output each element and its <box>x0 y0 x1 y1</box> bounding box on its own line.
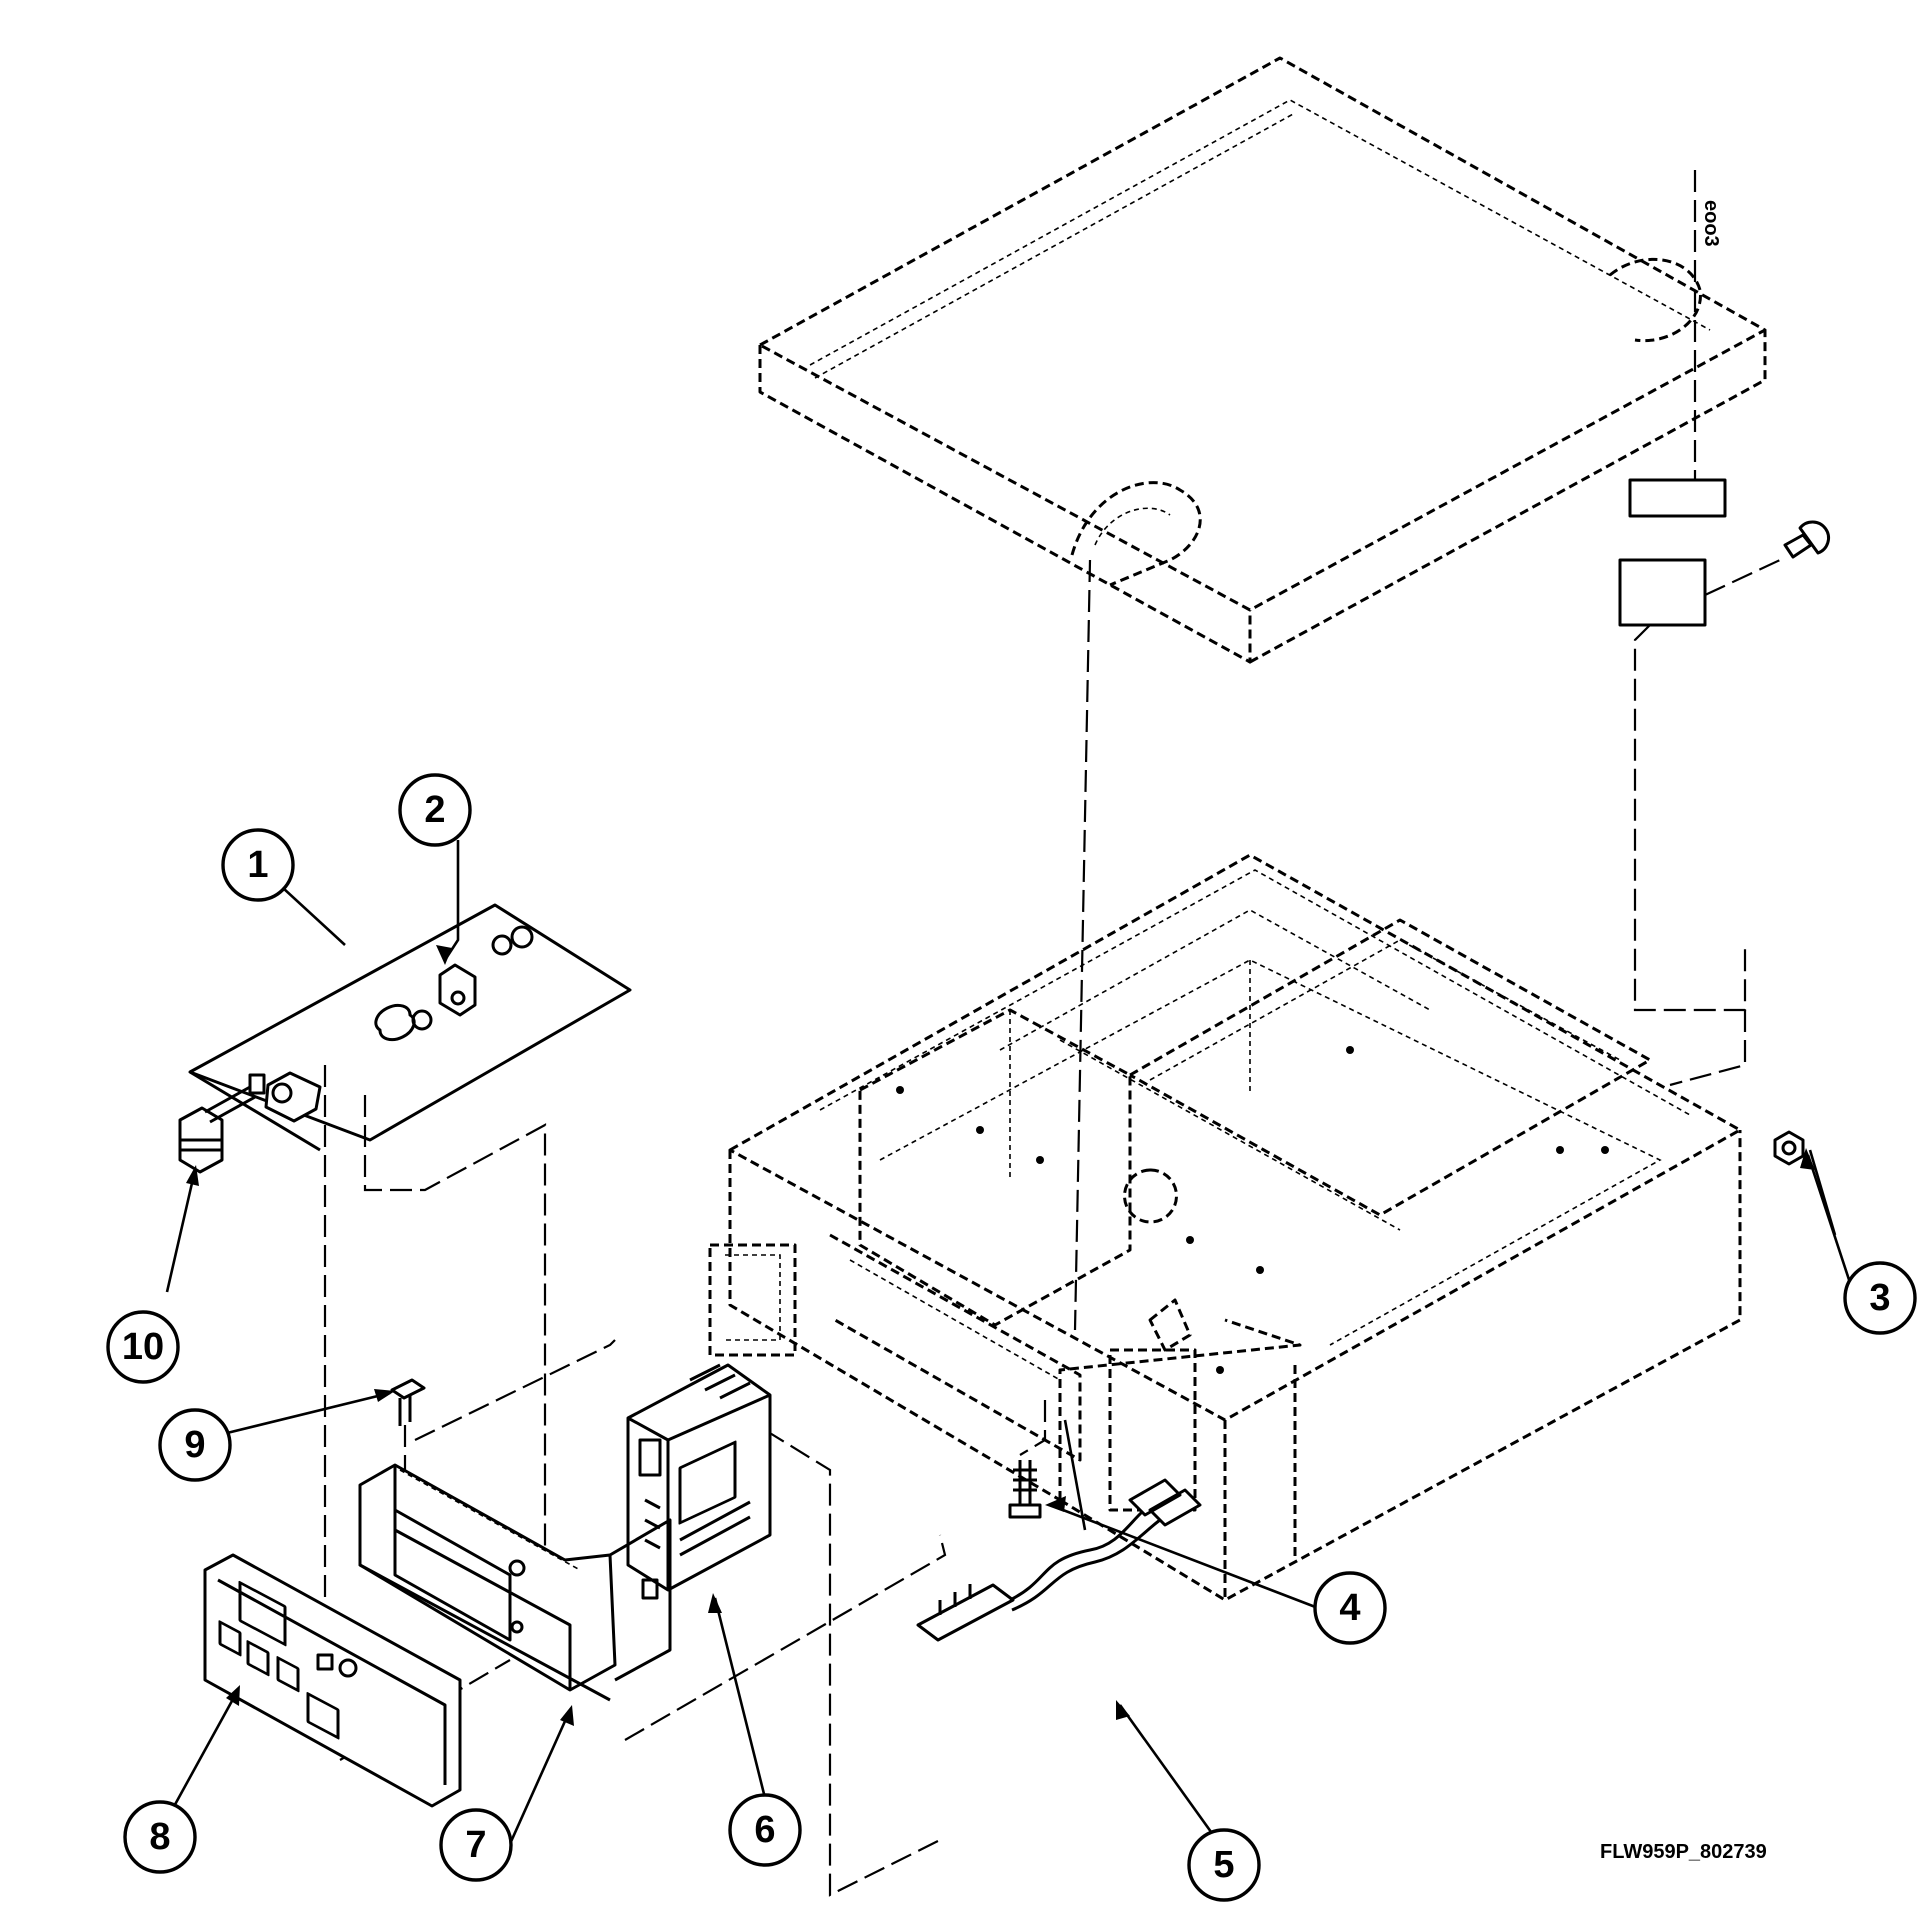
part-7-panel-bracket <box>358 1463 672 1702</box>
callout-9-label: 9 <box>184 1424 205 1466</box>
leader-lines <box>165 840 1857 1856</box>
part-1-lock-kit <box>188 903 632 1152</box>
callout-2-label: 2 <box>424 789 445 831</box>
callout-8-label: 8 <box>149 1816 170 1858</box>
part-5-wire-harness <box>916 1478 1202 1642</box>
callout-3: 3 <box>1843 1261 1917 1335</box>
callout-1-label: 1 <box>247 844 268 886</box>
part-10-key <box>178 1073 266 1174</box>
cabinet-base <box>708 853 1742 1602</box>
callout-4: 4 <box>1313 1571 1387 1645</box>
hinge-hardware: eoo3 <box>1618 170 1831 627</box>
callout-8: 8 <box>123 1800 197 1874</box>
callout-7: 7 <box>439 1808 513 1882</box>
callout-4-label: 4 <box>1339 1587 1360 1629</box>
callout-2: 2 <box>398 773 472 847</box>
part-8-faceplate <box>203 1553 462 1808</box>
callout-3-label: 3 <box>1869 1277 1890 1319</box>
svg-text:eoo3: eoo3 <box>1700 200 1722 247</box>
callout-6-label: 6 <box>754 1809 775 1851</box>
part-4-screw <box>1008 1460 1042 1519</box>
part-6-electronic-control <box>626 1363 772 1592</box>
assembly-guides <box>323 559 1747 1897</box>
callout-5: 5 <box>1187 1828 1261 1902</box>
callout-9: 9 <box>158 1408 232 1482</box>
callout-7-label: 7 <box>465 1824 486 1866</box>
lid-panel <box>758 56 1767 664</box>
callout-6: 6 <box>728 1793 802 1867</box>
callout-1: 1 <box>221 828 295 902</box>
callout-5-label: 5 <box>1213 1844 1234 1886</box>
part-3-nut <box>1773 1130 1805 1166</box>
figure-reference: FLW959P_802739 <box>1600 1841 1767 1863</box>
callout-10-label: 10 <box>122 1326 164 1368</box>
part-9-screw <box>390 1378 426 1470</box>
callout-10: 10 <box>106 1310 180 1384</box>
